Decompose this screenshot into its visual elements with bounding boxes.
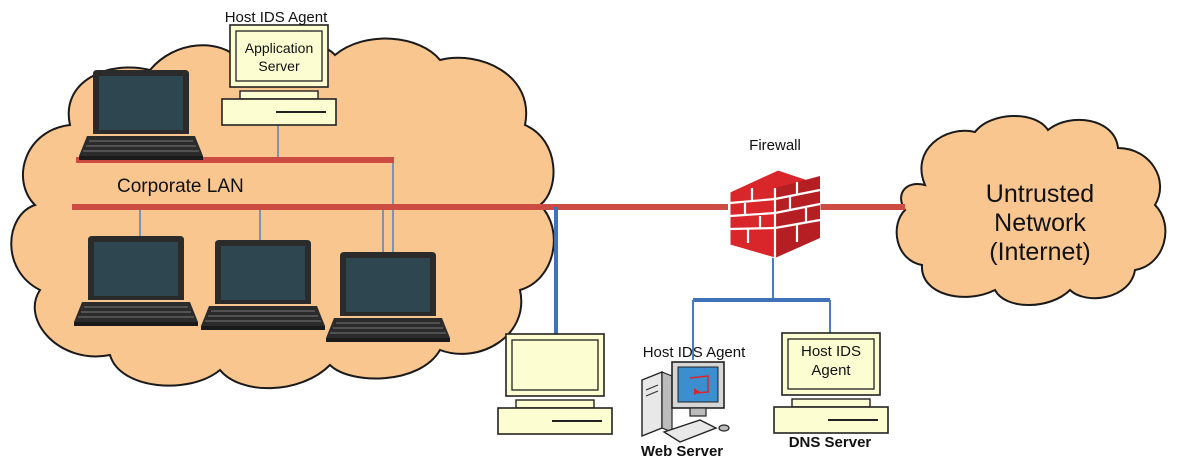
laptop-icon — [73, 235, 199, 327]
host-ids-agent-web-label: Host IDS Agent — [643, 344, 746, 361]
app-server-label-line1: Application — [245, 40, 314, 56]
untrusted-label-line1: Untrusted — [986, 180, 1094, 208]
firewall-brick-icon — [729, 169, 821, 259]
firewall-label: Firewall — [749, 137, 801, 154]
web-server-label: Web Server — [641, 443, 723, 460]
desktop-computer-icon — [497, 333, 613, 435]
laptop-icon — [325, 251, 451, 343]
internet-cloud-icon — [895, 115, 1167, 306]
laptop-icon — [78, 69, 204, 161]
laptop-icon — [200, 239, 326, 331]
dns-agent-label-line2: Agent — [811, 362, 851, 379]
untrusted-label-line2: Network — [994, 209, 1086, 237]
dns-agent-label-line1: Host IDS — [801, 343, 861, 360]
tower-pc-icon — [641, 361, 730, 443]
dns-server-label: DNS Server — [789, 434, 872, 451]
host-ids-agent-top-label: Host IDS Agent — [225, 9, 328, 26]
untrusted-label-line3: (Internet) — [989, 238, 1090, 266]
app-server-label-line2: Server — [258, 58, 300, 74]
corporate-lan-label: Corporate LAN — [117, 176, 244, 197]
